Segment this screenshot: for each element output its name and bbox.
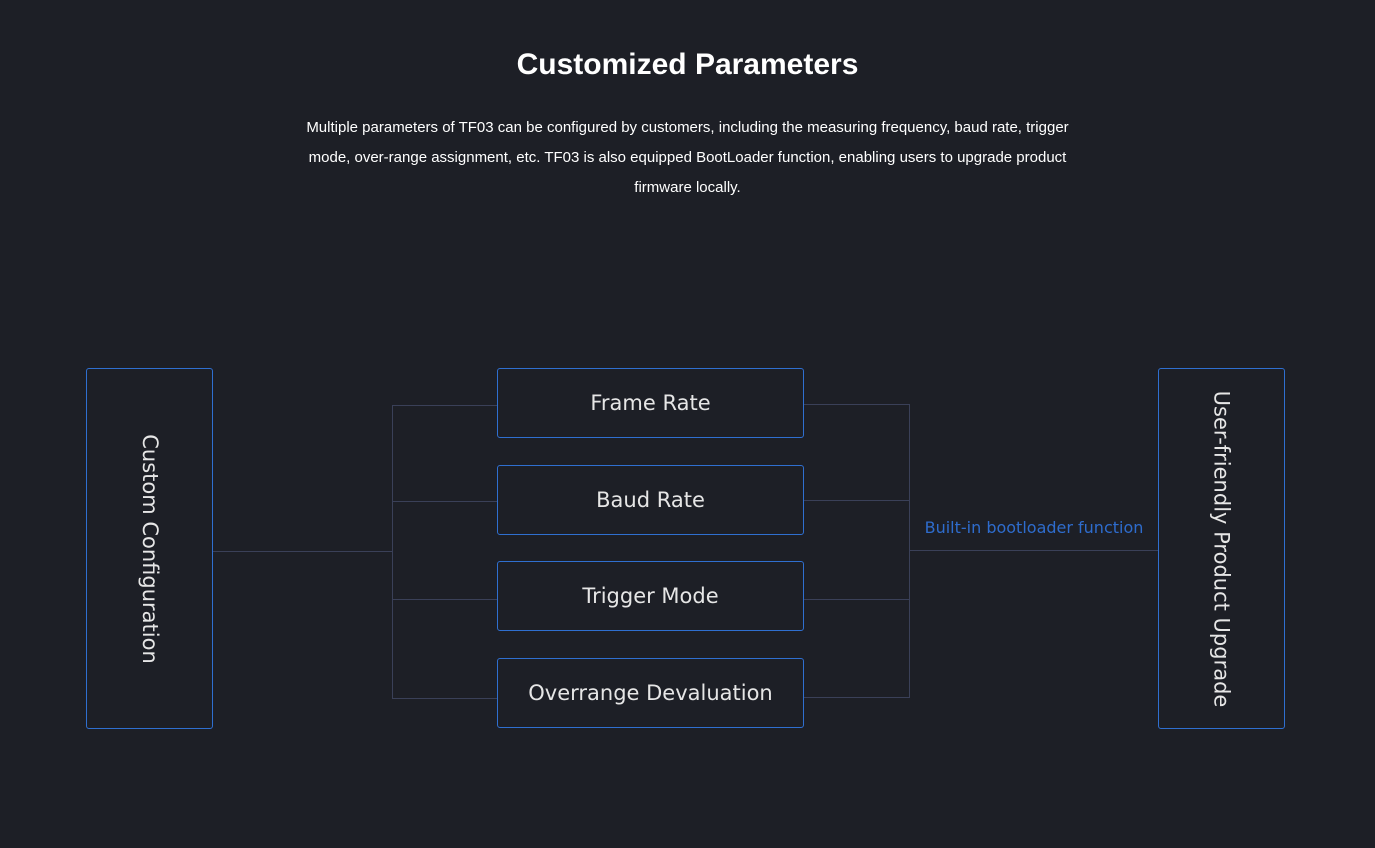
param-baud-rate: Baud Rate: [497, 465, 804, 535]
param-label: Trigger Mode: [582, 584, 719, 608]
connector-left-main: [213, 551, 393, 552]
connector-right-bus: [909, 404, 910, 698]
param-label: Overrange Devaluation: [528, 681, 773, 705]
connector-right-branch-1: [803, 404, 910, 405]
param-trigger-mode: Trigger Mode: [497, 561, 804, 631]
page-title: Customized Parameters: [516, 48, 859, 81]
connector-left-branch-3: [392, 599, 498, 600]
bootloader-label: Built-in bootloader function: [924, 518, 1144, 537]
connector-right-main: [909, 550, 1159, 551]
custom-configuration-label: Custom Configuration: [137, 433, 162, 664]
product-upgrade-label: User-friendly Product Upgrade: [1209, 390, 1234, 707]
connector-left-branch-2: [392, 501, 498, 502]
connector-right-branch-4: [803, 697, 910, 698]
page-description: Multiple parameters of TF03 can be confi…: [306, 119, 1069, 196]
connector-left-branch-1: [392, 405, 498, 406]
connector-left-bus: [392, 405, 393, 699]
param-frame-rate: Frame Rate: [497, 368, 804, 438]
param-overrange-devaluation: Overrange Devaluation: [497, 658, 804, 728]
connector-left-branch-4: [392, 698, 498, 699]
param-label: Frame Rate: [590, 391, 711, 415]
connector-right-branch-2: [803, 500, 910, 501]
connector-right-branch-3: [803, 599, 910, 600]
custom-configuration-node: Custom Configuration: [86, 368, 213, 729]
product-upgrade-node: User-friendly Product Upgrade: [1158, 368, 1285, 729]
param-label: Baud Rate: [596, 488, 705, 512]
